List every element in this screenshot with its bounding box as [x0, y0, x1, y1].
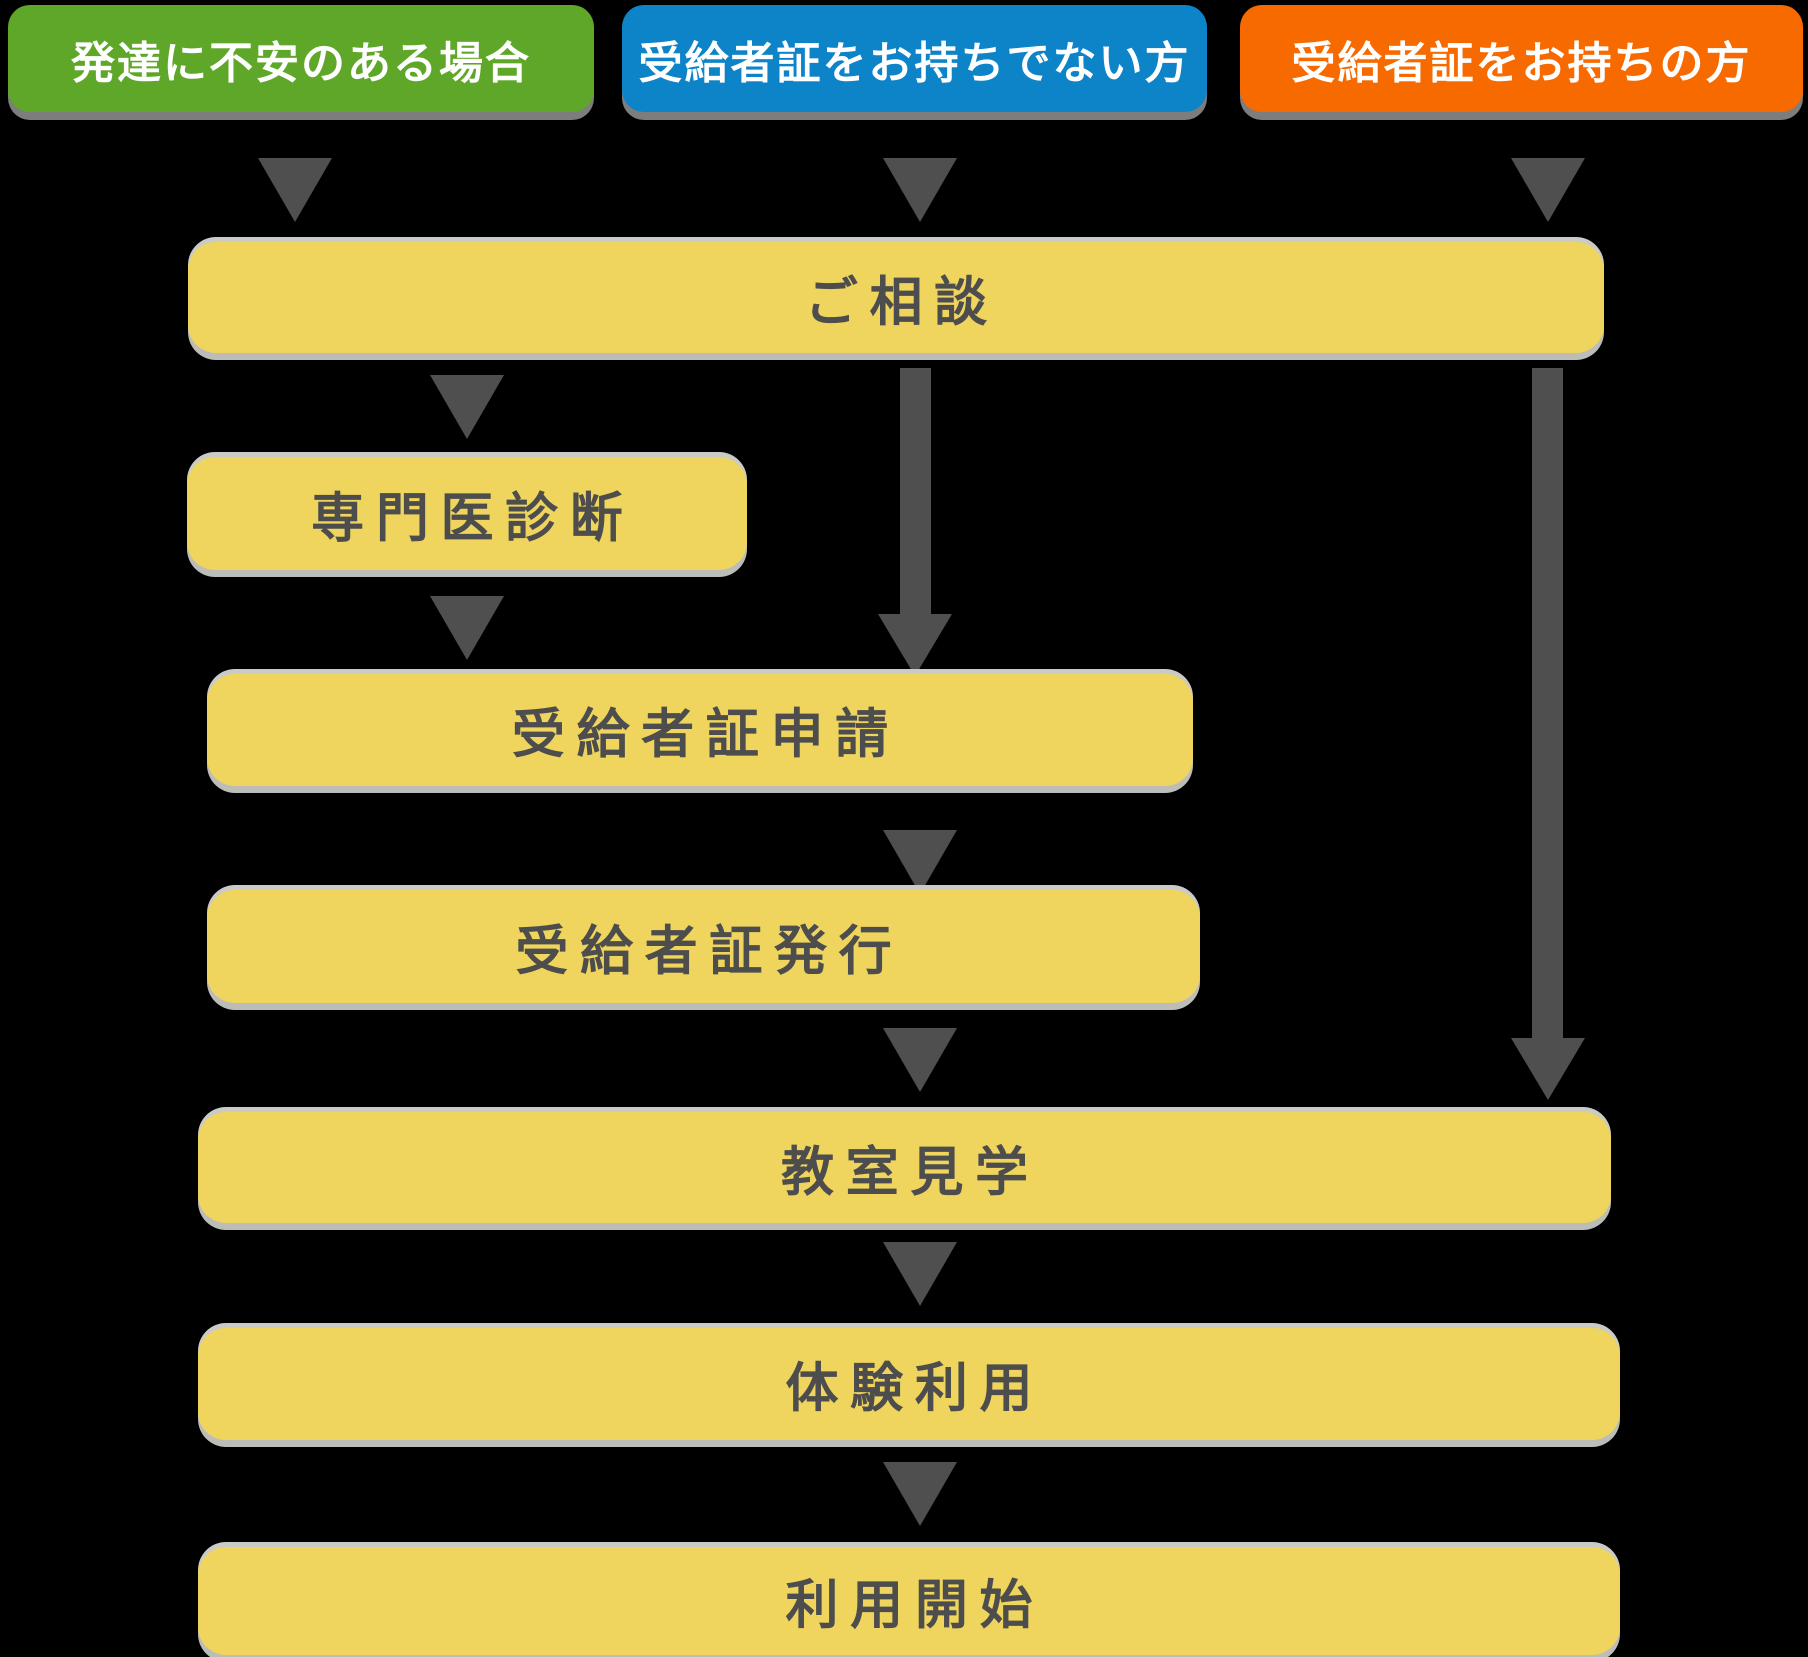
header-label: 発達に不安のある場合: [71, 37, 531, 89]
step-specialist-diagnosis: 専門医診断: [187, 457, 747, 570]
long-down-arrow-shaft: [900, 368, 931, 618]
step-certificate-application: 受給者証申請: [207, 674, 1193, 786]
step-consultation: ご相談: [188, 242, 1604, 353]
down-arrow-icon: [258, 158, 332, 222]
step-label: 教室見学: [781, 1141, 1040, 1203]
header-label: 受給者証をお持ちでない方: [638, 37, 1191, 89]
step-label: 利用開始: [785, 1575, 1045, 1636]
header-no-certificate: 受給者証をお持ちでない方: [622, 5, 1207, 112]
step-certificate-issuance: 受給者証発行: [207, 890, 1200, 1003]
step-label: 専門医診断: [311, 487, 635, 549]
step-classroom-visit: 教室見学: [198, 1112, 1611, 1223]
step-label: 受給者証申請: [511, 704, 900, 765]
step-label: 受給者証発行: [515, 920, 904, 982]
header-has-certificate: 受給者証をお持ちの方: [1240, 5, 1803, 112]
step-service-start: 利用開始: [198, 1547, 1620, 1655]
long-down-arrow-head: [1511, 1038, 1585, 1100]
down-arrow-icon: [883, 1028, 957, 1092]
step-label: 体験利用: [785, 1358, 1045, 1419]
down-arrow-icon: [1511, 158, 1585, 222]
header-label: 受給者証をお持ちの方: [1291, 37, 1752, 89]
down-arrow-icon: [883, 1242, 957, 1306]
long-down-arrow-head: [878, 614, 952, 676]
long-down-arrow-shaft: [1532, 368, 1563, 1040]
down-arrow-icon: [883, 1462, 957, 1526]
header-development-concern: 発達に不安のある場合: [8, 5, 594, 112]
step-trial-use: 体験利用: [198, 1328, 1620, 1440]
down-arrow-icon: [430, 375, 504, 439]
step-label: ご相談: [804, 271, 999, 333]
down-arrow-icon: [883, 830, 957, 894]
down-arrow-icon: [883, 158, 957, 222]
down-arrow-icon: [430, 596, 504, 660]
